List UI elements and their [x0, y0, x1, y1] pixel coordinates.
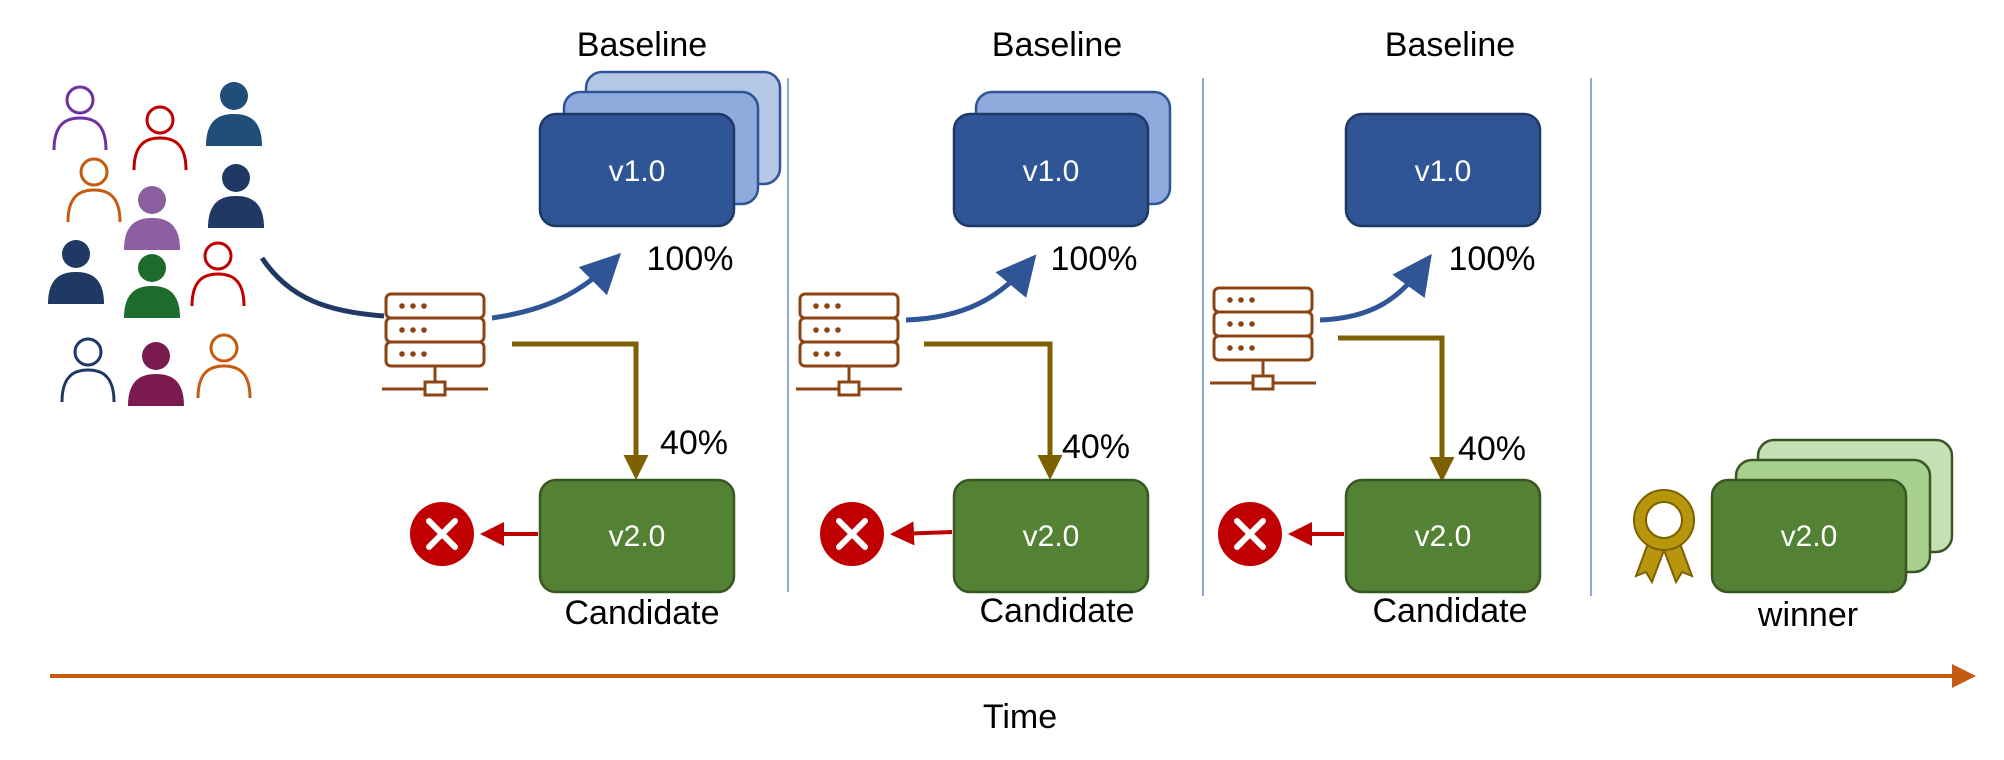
candidate-route-arrow	[512, 341, 649, 480]
user-icon	[132, 105, 188, 172]
baseline-version: v1.0	[1415, 155, 1472, 188]
candidate-label: Candidate	[979, 592, 1134, 630]
candidate-box	[1344, 478, 1542, 594]
candidate-version: v2.0	[1023, 520, 1080, 553]
user-icon	[52, 85, 108, 152]
baseline-share: 100%	[1051, 240, 1138, 278]
winner-box	[1710, 478, 1908, 594]
baseline-version: v1.0	[1023, 155, 1080, 188]
user-icon	[60, 337, 116, 404]
server-icon	[380, 292, 490, 397]
user-icon	[196, 333, 252, 400]
award-icon	[1633, 489, 1695, 585]
candidate-route-arrow	[924, 341, 1063, 480]
baseline-version: v1.0	[609, 155, 666, 188]
baseline-label: Baseline	[1385, 26, 1515, 64]
stage-1: Baseline v1.0 100% 40% v2.0 Candidate	[380, 26, 782, 632]
reject-icon	[1218, 502, 1282, 566]
baseline-box	[1344, 112, 1542, 228]
reject-arrow	[890, 521, 953, 546]
candidate-label: Candidate	[564, 594, 719, 632]
server-icon	[1208, 286, 1318, 391]
candidate-box	[952, 478, 1150, 594]
candidate-share: 40%	[1458, 430, 1526, 468]
candidate-label: Candidate	[1372, 592, 1527, 630]
candidate-share: 40%	[660, 424, 728, 462]
candidate-version: v2.0	[609, 520, 666, 553]
candidate-share: 40%	[1062, 428, 1130, 466]
baseline-label: Baseline	[992, 26, 1122, 64]
winner-version: v2.0	[1781, 520, 1838, 553]
baseline-route-arrow	[1319, 253, 1432, 323]
user-icon	[66, 157, 122, 224]
winner-label: winner	[1757, 596, 1858, 634]
server-icon	[794, 292, 904, 397]
candidate-version: v2.0	[1415, 520, 1472, 553]
stage-3: Baseline v1.0 100% 40% v2.0 Candidate	[1208, 26, 1542, 630]
user-icon	[208, 164, 264, 228]
baseline-share: 100%	[1449, 240, 1536, 278]
user-icon	[124, 186, 180, 250]
candidate-box	[538, 478, 736, 594]
user-icon	[206, 82, 262, 146]
candidate-route-arrow	[1338, 335, 1455, 482]
user-crowd	[48, 82, 264, 406]
user-icon	[48, 240, 104, 304]
baseline-share: 100%	[647, 240, 734, 278]
baseline-route-arrow	[905, 254, 1037, 323]
reject-icon	[820, 502, 884, 566]
baseline-route-arrow	[491, 252, 622, 321]
reject-icon	[410, 502, 474, 566]
user-icon	[190, 241, 246, 308]
baseline-box	[952, 112, 1150, 228]
stage-2: Baseline v1.0 100% 40% v2.0 Candidate	[794, 26, 1172, 630]
user-icon	[128, 342, 184, 406]
user-icon	[124, 254, 180, 318]
user-traffic-arrow	[259, 256, 385, 319]
timeline-label: Time	[983, 698, 1057, 736]
baseline-box	[538, 112, 736, 228]
baseline-label: Baseline	[577, 26, 707, 64]
winner-section: v2.0 winner	[1633, 438, 1954, 634]
